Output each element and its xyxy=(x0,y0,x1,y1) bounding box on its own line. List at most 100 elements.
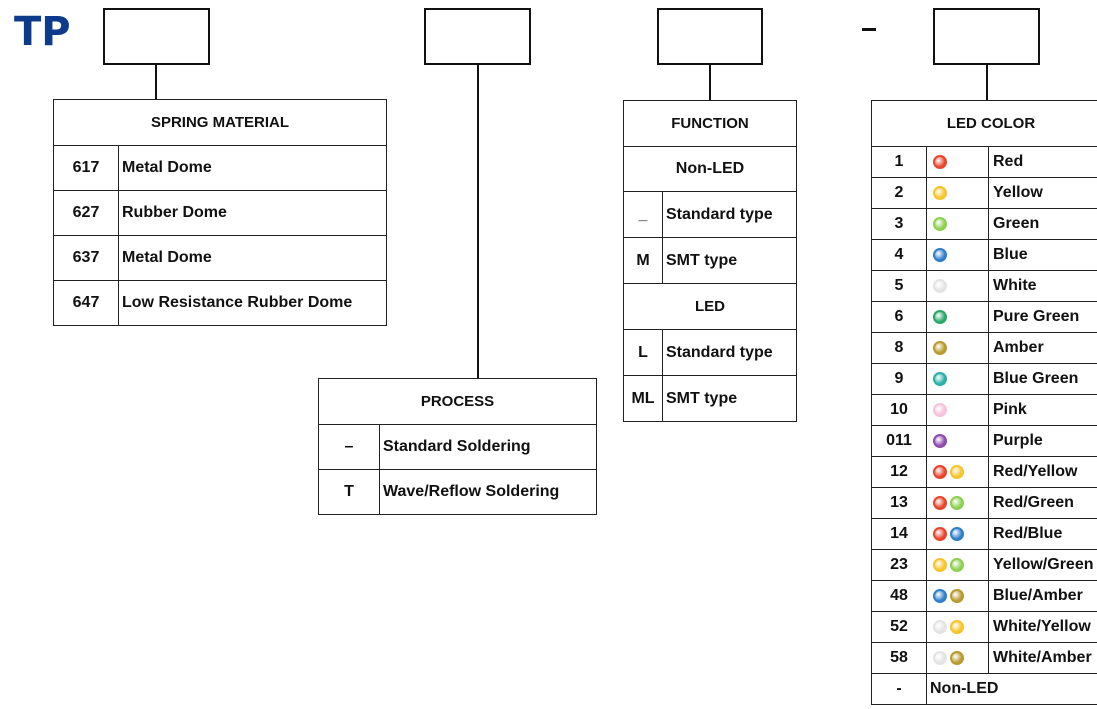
red-led-icon xyxy=(933,495,947,510)
function-label: Standard type xyxy=(662,191,797,238)
led-color-row: -Non-LED xyxy=(871,673,1097,705)
function-title: FUNCTION xyxy=(623,100,797,147)
spring-label: Metal Dome xyxy=(118,235,387,281)
white-led-icon xyxy=(933,278,947,293)
led-label: Green xyxy=(988,208,1097,240)
led-code: 4 xyxy=(871,239,927,271)
led-swatches xyxy=(926,580,989,612)
led-code: 5 xyxy=(871,270,927,302)
slot-process xyxy=(424,8,531,65)
green-led-icon xyxy=(933,216,947,231)
led-swatches xyxy=(926,363,989,395)
led-swatches xyxy=(926,425,989,457)
process-label: Standard Soldering xyxy=(379,424,597,470)
connector-led xyxy=(986,65,988,100)
led-code: 10 xyxy=(871,394,927,426)
led-code: 48 xyxy=(871,580,927,612)
spring-code: 647 xyxy=(53,280,119,326)
led-code: 2 xyxy=(871,177,927,209)
led-swatches xyxy=(926,642,989,674)
process-code: – xyxy=(318,424,380,470)
amber-led-icon xyxy=(950,588,964,603)
led-label: White xyxy=(988,270,1097,302)
led-swatches xyxy=(926,394,989,426)
function-label: SMT type xyxy=(662,375,797,422)
connector-spring xyxy=(155,65,157,99)
led-swatches xyxy=(926,146,989,178)
led-label: Purple xyxy=(988,425,1097,457)
blue-led-icon xyxy=(950,526,964,541)
led-code: 13 xyxy=(871,487,927,519)
led-color-row: 48 Blue/Amber xyxy=(871,580,1097,612)
led-code: 12 xyxy=(871,456,927,488)
function-code: _ xyxy=(623,191,663,238)
led-label: Yellow xyxy=(988,177,1097,209)
amber-led-icon xyxy=(933,340,947,355)
led-swatches xyxy=(926,332,989,364)
led-swatches xyxy=(926,208,989,240)
process-code: T xyxy=(318,469,380,515)
slot-function xyxy=(657,8,763,65)
led-label: White/Yellow xyxy=(988,611,1097,643)
led-code: 8 xyxy=(871,332,927,364)
function-code: ML xyxy=(623,375,663,422)
led-code: 14 xyxy=(871,518,927,550)
connector-process xyxy=(477,65,479,378)
led-code: 3 xyxy=(871,208,927,240)
white-led-icon xyxy=(933,650,947,665)
spring-material-title: SPRING MATERIAL xyxy=(53,99,387,146)
red-led-icon xyxy=(933,154,947,169)
led-color-row: 12 Red/Yellow xyxy=(871,456,1097,488)
yellow-led-icon xyxy=(933,185,947,200)
separator-dash xyxy=(862,28,876,31)
spring-code: 617 xyxy=(53,145,119,191)
led-label: White/Amber xyxy=(988,642,1097,674)
led-color-title: LED COLOR xyxy=(871,100,1097,147)
amber-led-icon xyxy=(950,650,964,665)
led-swatches xyxy=(926,270,989,302)
purple-led-icon xyxy=(933,433,947,448)
function-code: L xyxy=(623,329,663,376)
led-label: Amber xyxy=(988,332,1097,364)
led-label: Blue/Amber xyxy=(988,580,1097,612)
function-table: FUNCTION Non-LED _ Standard type M SMT t… xyxy=(623,100,797,422)
led-swatches xyxy=(926,549,989,581)
green-led-icon xyxy=(950,557,964,572)
led-color-row: 6 Pure Green xyxy=(871,301,1097,333)
blue-led-icon xyxy=(933,247,947,262)
led-swatches xyxy=(926,177,989,209)
function-label: SMT type xyxy=(662,237,797,284)
led-swatches xyxy=(926,456,989,488)
pink-led-icon xyxy=(933,402,947,417)
red-led-icon xyxy=(933,464,947,479)
led-swatches xyxy=(926,487,989,519)
slot-spring-material xyxy=(103,8,210,65)
yellow-led-icon xyxy=(950,464,964,479)
led-label: Red/Yellow xyxy=(988,456,1097,488)
blue-led-icon xyxy=(933,588,947,603)
yellow-led-icon xyxy=(950,619,964,634)
spring-code: 627 xyxy=(53,190,119,236)
blue-green-led-icon xyxy=(933,371,947,386)
led-code: 9 xyxy=(871,363,927,395)
yellow-led-icon xyxy=(933,557,947,572)
spring-label: Low Resistance Rubber Dome xyxy=(118,280,387,326)
spring-label: Rubber Dome xyxy=(118,190,387,236)
led-color-row: 5 White xyxy=(871,270,1097,302)
led-code: 6 xyxy=(871,301,927,333)
process-label: Wave/Reflow Soldering xyxy=(379,469,597,515)
led-label: Pure Green xyxy=(988,301,1097,333)
spring-code: 637 xyxy=(53,235,119,281)
led-color-row: 8 Amber xyxy=(871,332,1097,364)
led-swatches xyxy=(926,301,989,333)
function-led-header: LED xyxy=(623,283,797,330)
